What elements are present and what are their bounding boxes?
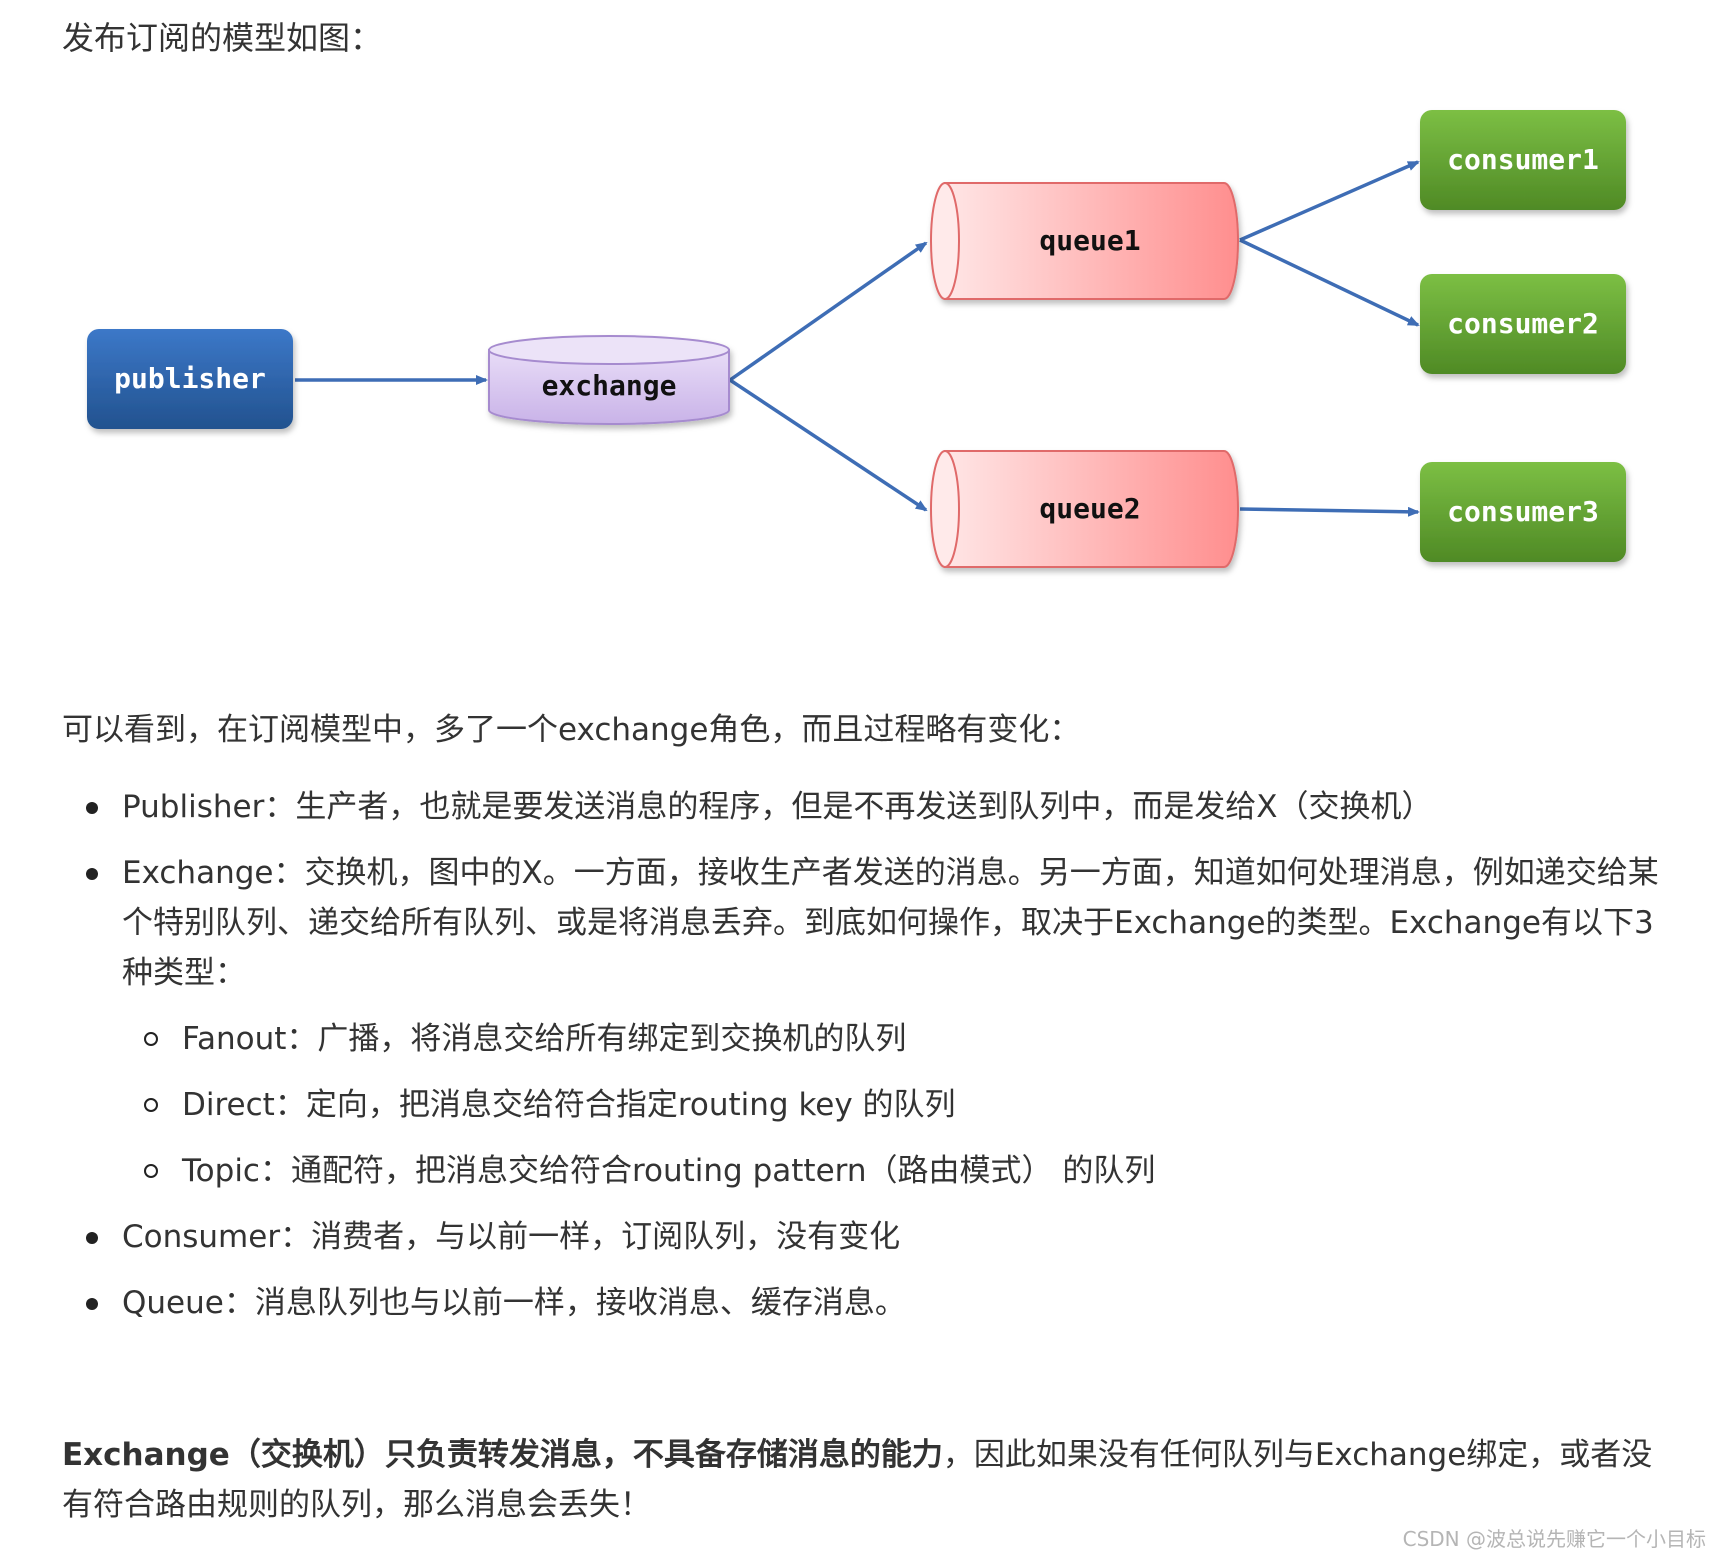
footer-note: Exchange（交换机）只负责转发消息，不具备存储消息的能力，因此如果没有任何… <box>62 1430 1662 1530</box>
list-item-publisher: Publisher：生产者，也就是要发送消息的程序，但是不再发送到队列中，而是发… <box>62 782 1674 832</box>
queue2-label: queue2 <box>1039 492 1140 525</box>
bullet-icon <box>86 868 98 880</box>
sublist-item-topic: Topic：通配符，把消息交给符合routing pattern（路由模式） 的… <box>122 1146 1674 1196</box>
list-item-queue: Queue：消息队列也与以前一样，接收消息、缓存消息。 <box>62 1278 1674 1328</box>
arrows <box>295 160 1420 517</box>
arrow-exchange-queue1 <box>728 241 928 382</box>
roles-list: Publisher：生产者，也就是要发送消息的程序，但是不再发送到队列中，而是发… <box>62 782 1674 1344</box>
arrow-queue2-consumer3 <box>1239 506 1420 517</box>
publisher-node <box>87 329 293 429</box>
queue1-node <box>930 182 1239 300</box>
list-item-consumer: Consumer：消费者，与以前一样，订阅队列，没有变化 <box>62 1212 1674 1262</box>
consumer1-label: consumer1 <box>1447 143 1599 176</box>
footer-bold-text: Exchange（交换机）只负责转发消息，不具备存储消息的能力 <box>62 1437 943 1473</box>
description-paragraph: 可以看到，在订阅模型中，多了一个exchange角色，而且过程略有变化： <box>62 712 1081 748</box>
watermark: CSDN @波总说先赚它一个小目标 <box>1402 1527 1706 1551</box>
list-item-text: Consumer：消费者，与以前一样，订阅队列，没有变化 <box>122 1219 901 1255</box>
sublist-item-direct: Direct：定向，把消息交给符合指定routing key 的队列 <box>122 1080 1674 1130</box>
exchange-label: exchange <box>542 369 677 402</box>
circle-bullet-icon <box>144 1098 158 1112</box>
consumer1-node <box>1420 110 1626 210</box>
bullet-icon <box>86 1232 98 1244</box>
list-item-text: Exchange：交换机，图中的X。一方面，接收生产者发送的消息。另一方面，知道… <box>122 855 1659 991</box>
bullet-icon <box>86 802 98 814</box>
sublist-item-text: Direct：定向，把消息交给符合指定routing key 的队列 <box>182 1087 956 1123</box>
intro-text: 发布订阅的模型如图： <box>62 19 383 57</box>
exchange-node <box>488 335 730 425</box>
consumer3-node <box>1420 462 1626 562</box>
circle-bullet-icon <box>144 1164 158 1178</box>
pubsub-diagram: publisher exchange queue1 queue2 consume… <box>87 110 1626 568</box>
queue1-label: queue1 <box>1039 224 1140 257</box>
arrow-exchange-queue2 <box>729 378 928 512</box>
publisher-label: publisher <box>114 362 266 395</box>
footer-rest-text: ，因此如果没有任何队列与Exchange绑定，或者没有符合路由规则的队列，那么消… <box>62 1437 1653 1523</box>
circle-bullet-icon <box>144 1032 158 1046</box>
list-item-text: Queue：消息队列也与以前一样，接收消息、缓存消息。 <box>122 1285 906 1321</box>
list-item-exchange: Exchange：交换机，图中的X。一方面，接收生产者发送的消息。另一方面，知道… <box>62 848 1674 1196</box>
sublist-item-text: Topic：通配符，把消息交给符合routing pattern（路由模式） 的… <box>182 1153 1156 1189</box>
sublist-item-fanout: Fanout：广播，将消息交给所有绑定到交换机的队列 <box>122 1014 1674 1064</box>
exchange-types-list: Fanout：广播，将消息交给所有绑定到交换机的队列 Direct：定向，把消息… <box>122 1014 1674 1196</box>
sublist-item-text: Fanout：广播，将消息交给所有绑定到交换机的队列 <box>182 1021 907 1057</box>
consumer2-node <box>1420 274 1626 374</box>
consumer2-label: consumer2 <box>1447 307 1599 340</box>
bullet-icon <box>86 1298 98 1310</box>
queue2-node <box>930 450 1239 568</box>
arrow-queue1-consumer2 <box>1239 238 1420 327</box>
arrow-queue1-consumer1 <box>1239 160 1420 242</box>
consumer3-label: consumer3 <box>1447 495 1599 528</box>
list-item-text: Publisher：生产者，也就是要发送消息的程序，但是不再发送到队列中，而是发… <box>122 789 1433 825</box>
